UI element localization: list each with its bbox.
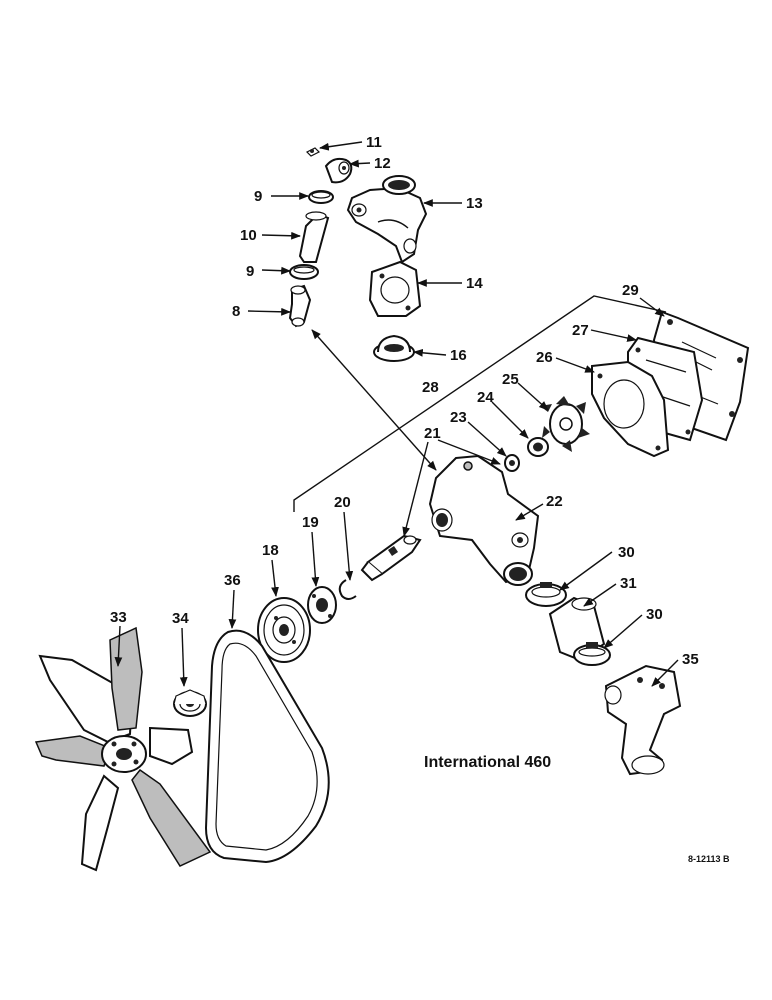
part-13-thermostat-housing <box>346 175 428 264</box>
callout-22: 22 <box>546 493 563 510</box>
part-21-pump-shaft-bearing <box>360 534 422 582</box>
callout-9-lower: 9 <box>246 263 254 280</box>
part-23-slinger <box>504 454 520 472</box>
part-24-pump-seal <box>527 437 549 457</box>
part-10-bypass-hose <box>298 211 330 263</box>
leader-lines <box>114 141 679 687</box>
part-22-water-pump-body <box>428 454 540 586</box>
callout-25: 25 <box>502 371 519 388</box>
callout-24: 24 <box>477 389 494 406</box>
callout-16: 16 <box>450 347 467 364</box>
part-16-thermostat <box>373 334 415 362</box>
part-19-pump-hub <box>307 586 337 624</box>
drawing-code: 8-12113 B <box>688 854 730 864</box>
callout-28: 28 <box>422 379 439 396</box>
part-11-clamp-screw <box>305 147 321 157</box>
callout-9-upper: 9 <box>254 188 262 205</box>
callout-36: 36 <box>224 572 241 589</box>
callout-31: 31 <box>620 575 637 592</box>
part-20-snap-ring <box>338 579 357 600</box>
part-36-fan-belt <box>204 629 330 864</box>
callout-30-upper: 30 <box>618 544 635 561</box>
part-35-water-outlet-elbow <box>604 664 682 776</box>
part-34-fan-spacer <box>173 689 207 717</box>
callout-26: 26 <box>536 349 553 366</box>
callout-11: 11 <box>366 134 382 151</box>
callout-18: 18 <box>262 542 279 559</box>
part-14-thermostat-gasket <box>368 260 422 317</box>
callout-30-lower: 30 <box>646 606 663 623</box>
callout-21: 21 <box>424 425 441 442</box>
part-30-lower-hose-clamp <box>573 642 611 666</box>
part-12-elbow-fitting <box>324 157 353 184</box>
callout-19: 19 <box>302 514 319 531</box>
part-18-fan-pulley <box>257 597 311 663</box>
callout-10: 10 <box>240 227 257 244</box>
callout-27: 27 <box>572 322 589 339</box>
part-9-upper-hose-clamp <box>308 190 334 204</box>
callout-13: 13 <box>466 195 483 212</box>
callout-29: 29 <box>622 282 639 299</box>
callout-14: 14 <box>466 275 483 292</box>
callout-23: 23 <box>450 409 467 426</box>
callouts: 11 12 9 10 9 8 13 14 16 29 27 26 28 25 2… <box>110 134 699 668</box>
callout-34: 34 <box>172 610 189 627</box>
callout-20: 20 <box>334 494 351 511</box>
callout-12: 12 <box>374 155 391 172</box>
part-9-lower-hose-clamp <box>289 264 319 280</box>
diagram-caption: International 460 <box>424 754 551 771</box>
callout-35: 35 <box>682 651 699 668</box>
part-25-impeller <box>540 396 590 452</box>
callout-33: 33 <box>110 609 127 626</box>
part-30-upper-hose-clamp <box>525 582 567 607</box>
callout-8: 8 <box>232 303 240 320</box>
part-8-bypass-elbow <box>288 284 312 328</box>
part-26-pump-body-gasket <box>591 360 670 458</box>
